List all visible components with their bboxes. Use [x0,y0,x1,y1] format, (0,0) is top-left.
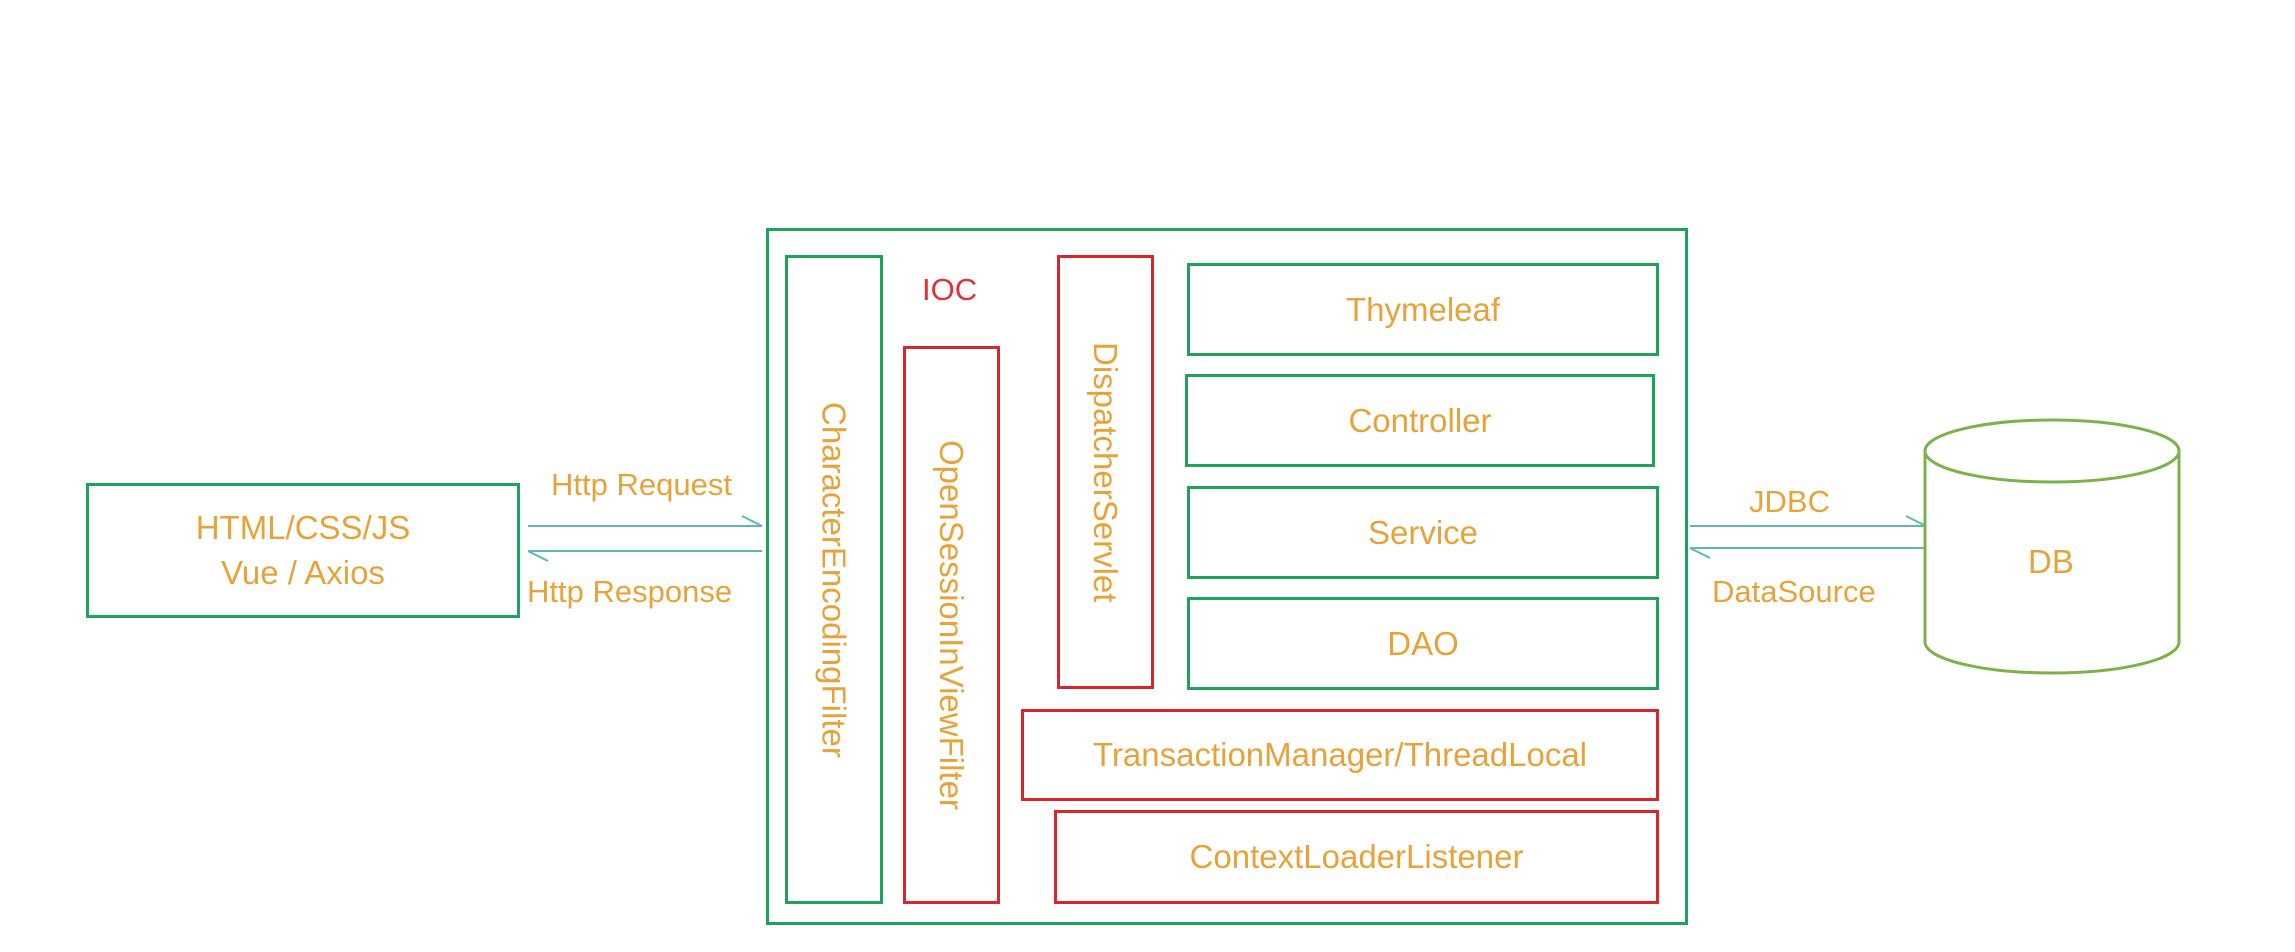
response-arrow-head [527,550,549,562]
db-body [1923,451,2181,675]
ioc-label: IOC [922,272,978,307]
db-label: DB [2028,543,2074,580]
datasource-arrow-head [1689,547,1711,559]
context-loader-listener: ContextLoaderListener [1054,810,1659,904]
transaction-manager: TransactionManager/ThreadLocal [1021,709,1659,801]
open-session-in-view-filter: OpenSessionInViewFilter [903,346,1000,904]
server-container [766,228,1688,925]
layer-dao: DAO [1187,597,1659,690]
jdbc-label: JDBC [1749,484,1830,519]
layer-controller-label: Controller [1348,401,1492,439]
client-line2: Vue / Axios [221,553,385,591]
layer-service-label: Service [1367,513,1479,551]
http-request-label: Http Request [551,467,732,502]
character-encoding-filter-label: CharacterEncodingFilter [815,401,853,758]
client-line1: HTML/CSS/JS [195,508,411,546]
transaction-manager-label: TransactionManager/ThreadLocal [1092,736,1588,773]
layer-service: Service [1187,486,1659,579]
http-response-label: Http Response [527,574,733,609]
character-encoding-filter: CharacterEncodingFilter [785,255,883,904]
datasource-label: DataSource [1712,574,1876,609]
layer-thymeleaf: Thymeleaf [1187,263,1659,356]
layer-dao-label: DAO [1387,624,1459,662]
layer-thymeleaf-label: Thymeleaf [1345,290,1501,328]
dispatcher-servlet-label: DispatcherServlet [1087,341,1124,603]
open-session-in-view-filter-label: OpenSessionInViewFilter [933,440,970,810]
layer-controller: Controller [1185,374,1655,467]
jdbc-arrow-head [1905,515,1927,527]
client-box: HTML/CSS/JS Vue / Axios [86,483,520,618]
dispatcher-servlet: DispatcherServlet [1057,255,1154,689]
request-arrow-head [741,515,763,527]
db-top-ellipse [1923,418,2181,484]
context-loader-listener-label: ContextLoaderListener [1189,838,1524,875]
